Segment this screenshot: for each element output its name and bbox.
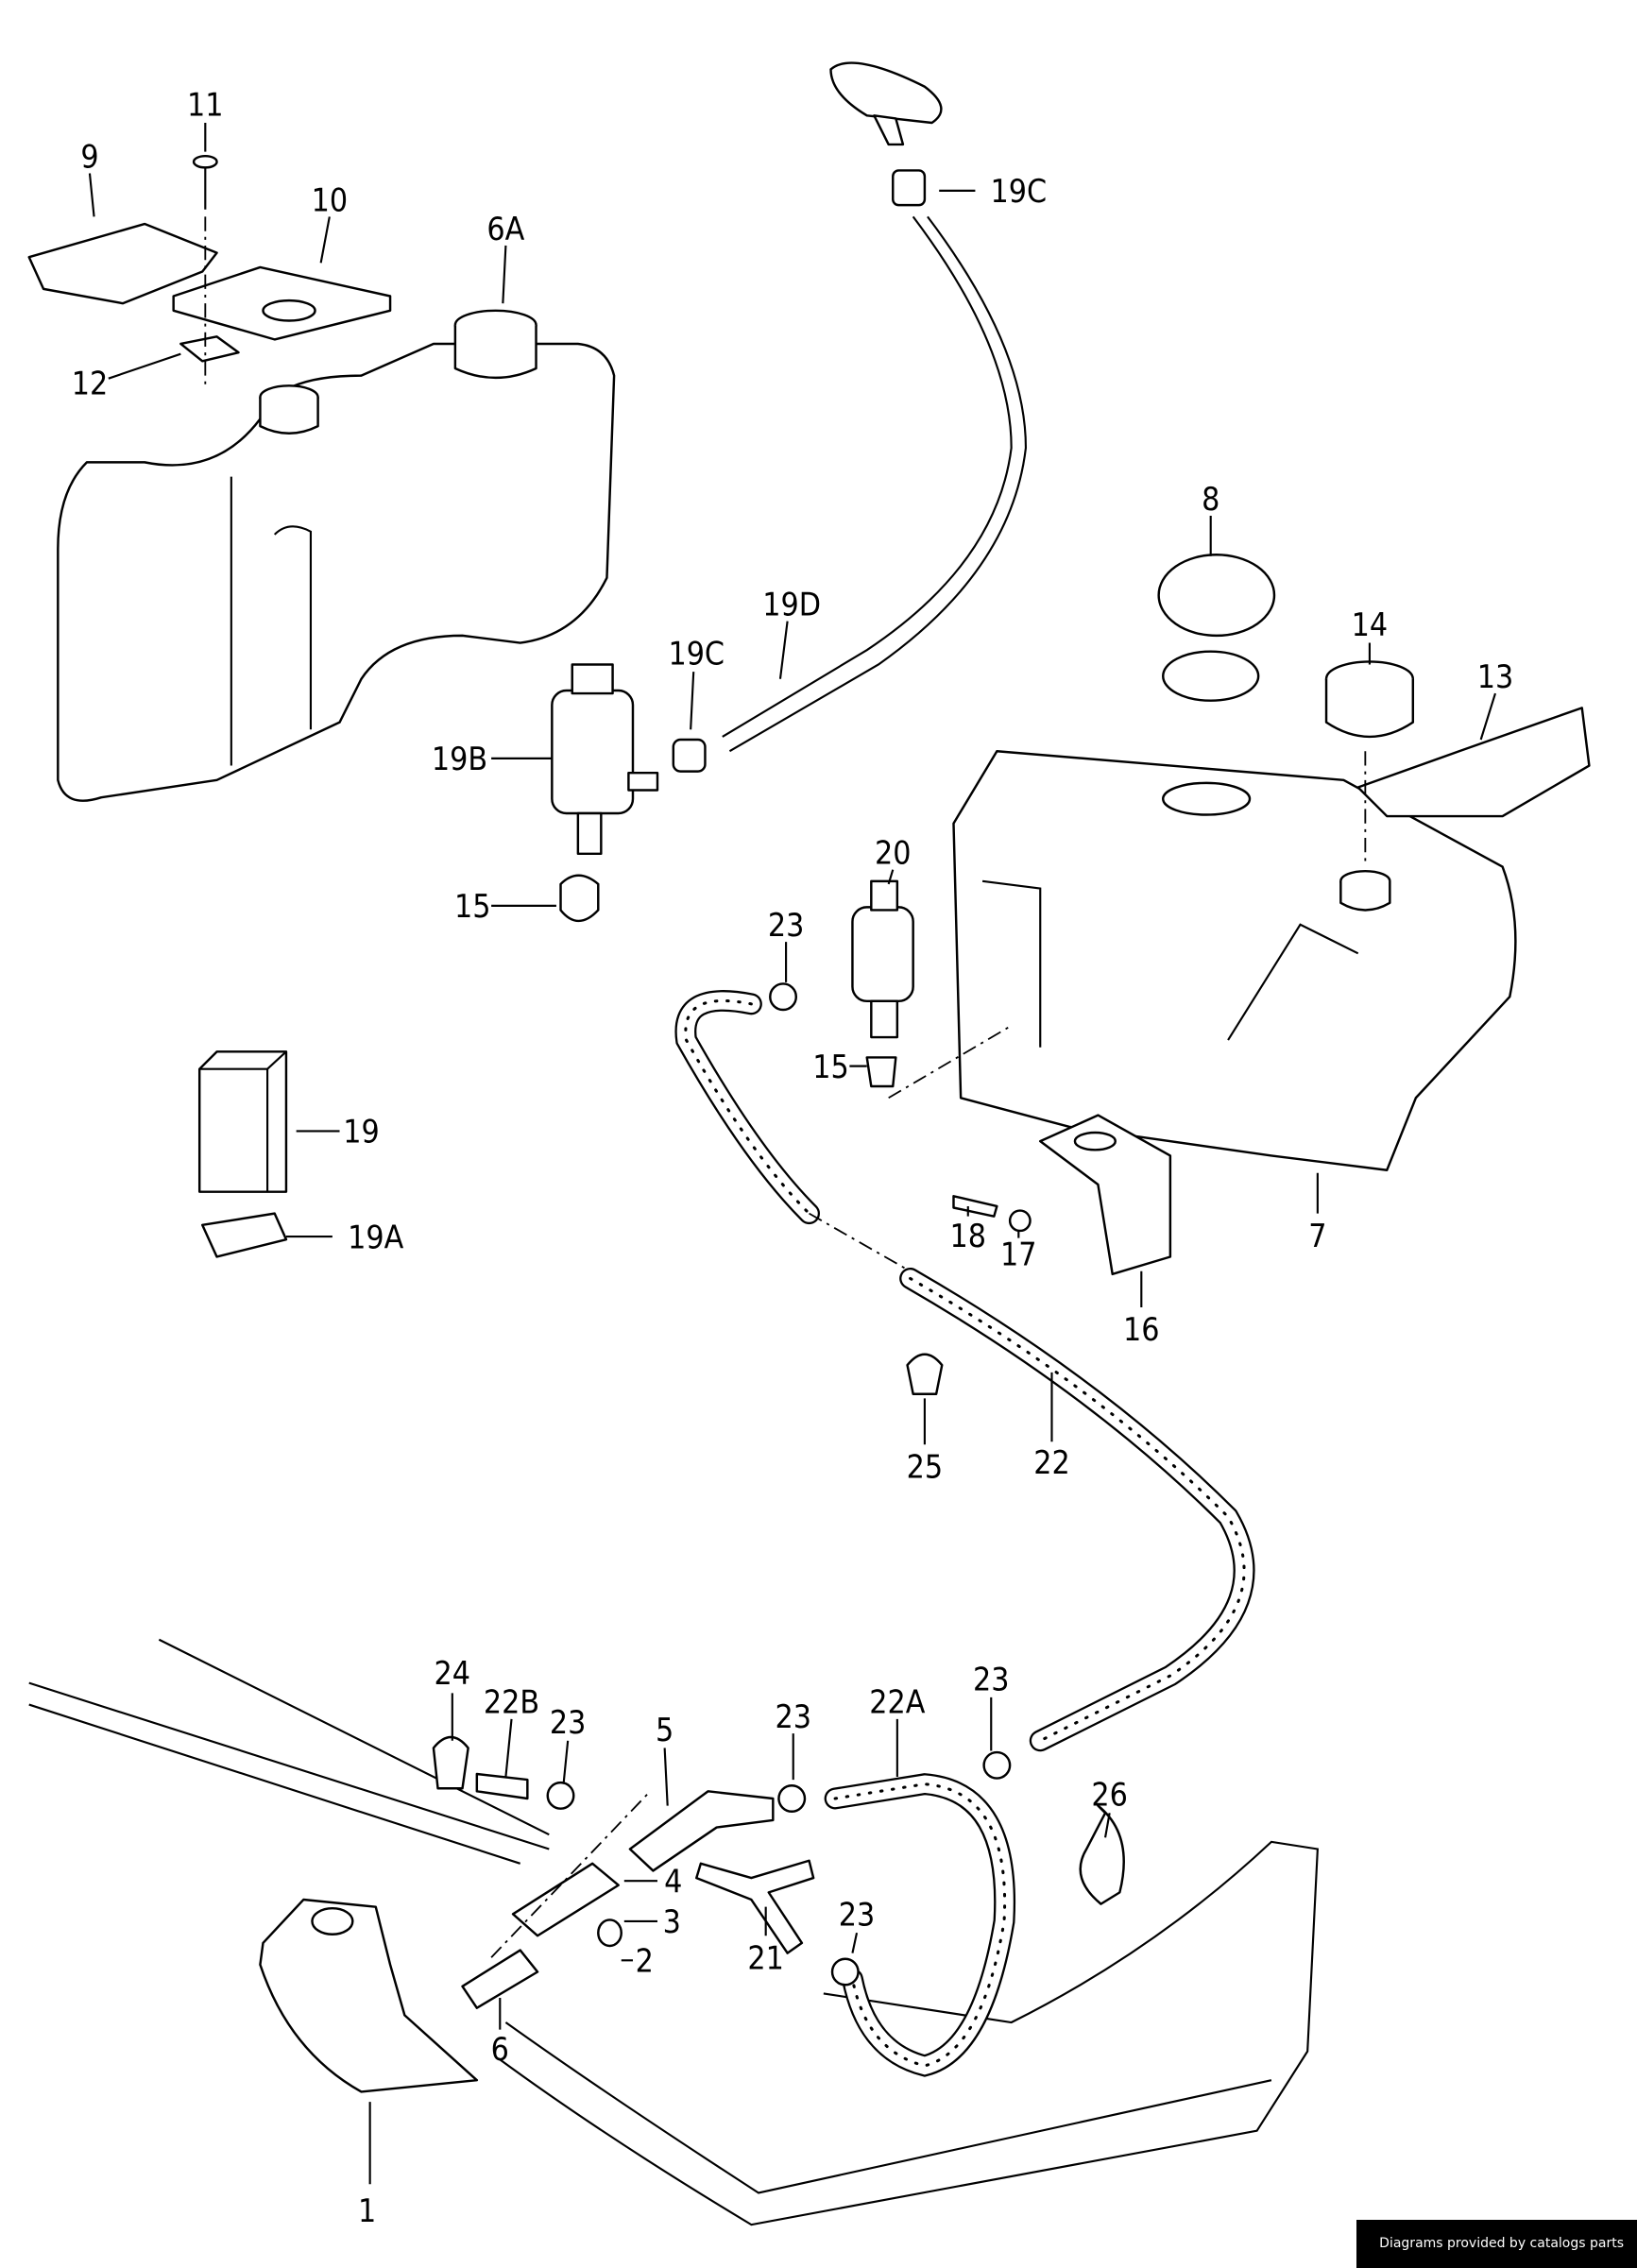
label-6A: 6A [486,211,524,247]
label-22A: 22A [869,1684,925,1721]
bumper [28,1638,1319,2226]
part-labels: 11 9 10 6A 12 19C 8 19D 19C 14 13 19B 15… [72,86,1514,2229]
washer-reservoir-right [952,750,1517,1171]
pump-20 [851,879,914,1039]
clip-25 [906,1353,944,1395]
label-4: 4 [664,1863,682,1900]
label-6: 6 [491,2031,509,2068]
label-19C-top: 19C [990,173,1047,210]
label-23c: 23 [775,1698,811,1735]
label-23e: 23 [839,1897,876,1934]
label-1: 1 [358,2192,376,2229]
label-23: 23 [768,907,805,944]
spray-nozzle [829,61,943,207]
label-10: 10 [312,181,349,218]
label-9: 9 [80,138,98,175]
label-17: 17 [1000,1236,1037,1273]
label-8: 8 [1202,481,1219,518]
label-23d: 23 [973,1661,1010,1697]
bracket-13 [1356,707,1591,818]
label-7: 7 [1308,1218,1326,1254]
screw-11 [192,154,218,210]
screw-18 [952,1195,998,1218]
plate-10 [172,265,392,341]
label-18: 18 [950,1218,987,1254]
label-19A: 19A [348,1219,403,1255]
label-5: 5 [656,1712,674,1748]
leader-lines [88,122,1496,2185]
label-19C: 19C [668,635,725,672]
label-20: 20 [875,835,912,872]
label-16: 16 [1123,1311,1160,1348]
washer-pump-19B [551,663,659,856]
label-19: 19 [343,1114,380,1151]
grommet-15b [865,1056,897,1088]
label-15b: 15 [812,1049,849,1085]
label-21: 21 [747,1939,784,1976]
hose-22A [824,1773,1016,2077]
bracket-16 [1039,1114,1172,1276]
label-24: 24 [435,1655,471,1692]
label-13: 13 [1477,658,1514,695]
label-22B: 22B [484,1684,539,1721]
hose-clamps-23 [546,982,1012,1987]
washer-17 [1008,1209,1032,1233]
label-12: 12 [72,365,109,401]
nut-3 [597,1918,622,1948]
relay-socket-19A [201,1212,288,1258]
label-14: 14 [1352,606,1389,643]
credit-banner: Diagrams provided by catalogs parts [1356,2220,1637,2268]
bracket-9 [27,222,218,305]
grommet-15 [559,874,600,923]
label-15: 15 [454,888,490,925]
label-26: 26 [1091,1777,1128,1814]
hose-clamp-24 [432,1735,469,1790]
label-2: 2 [636,1942,654,1979]
label-3: 3 [663,1903,681,1940]
bumper-end-cap-1 [259,1898,479,2093]
t-piece-21 [695,1859,815,1954]
hose-6 [461,1949,539,2009]
washer-reservoir-left [57,309,616,802]
label-19B: 19B [432,741,487,777]
connector-5 [628,1790,775,1872]
label-25: 25 [907,1448,944,1485]
connector-19C [672,738,707,773]
cable-tie-26 [1079,1804,1125,1905]
ring-nut-14 [1324,660,1415,739]
label-19D: 19D [762,586,821,622]
hose-22B [475,1772,529,1800]
clip-12 [179,335,240,363]
relay-19 [197,1050,288,1193]
cap-8 [1157,554,1276,702]
label-11: 11 [187,86,224,123]
label-23b: 23 [550,1704,587,1741]
hose-22 [674,990,1255,1752]
label-22: 22 [1033,1444,1070,1481]
